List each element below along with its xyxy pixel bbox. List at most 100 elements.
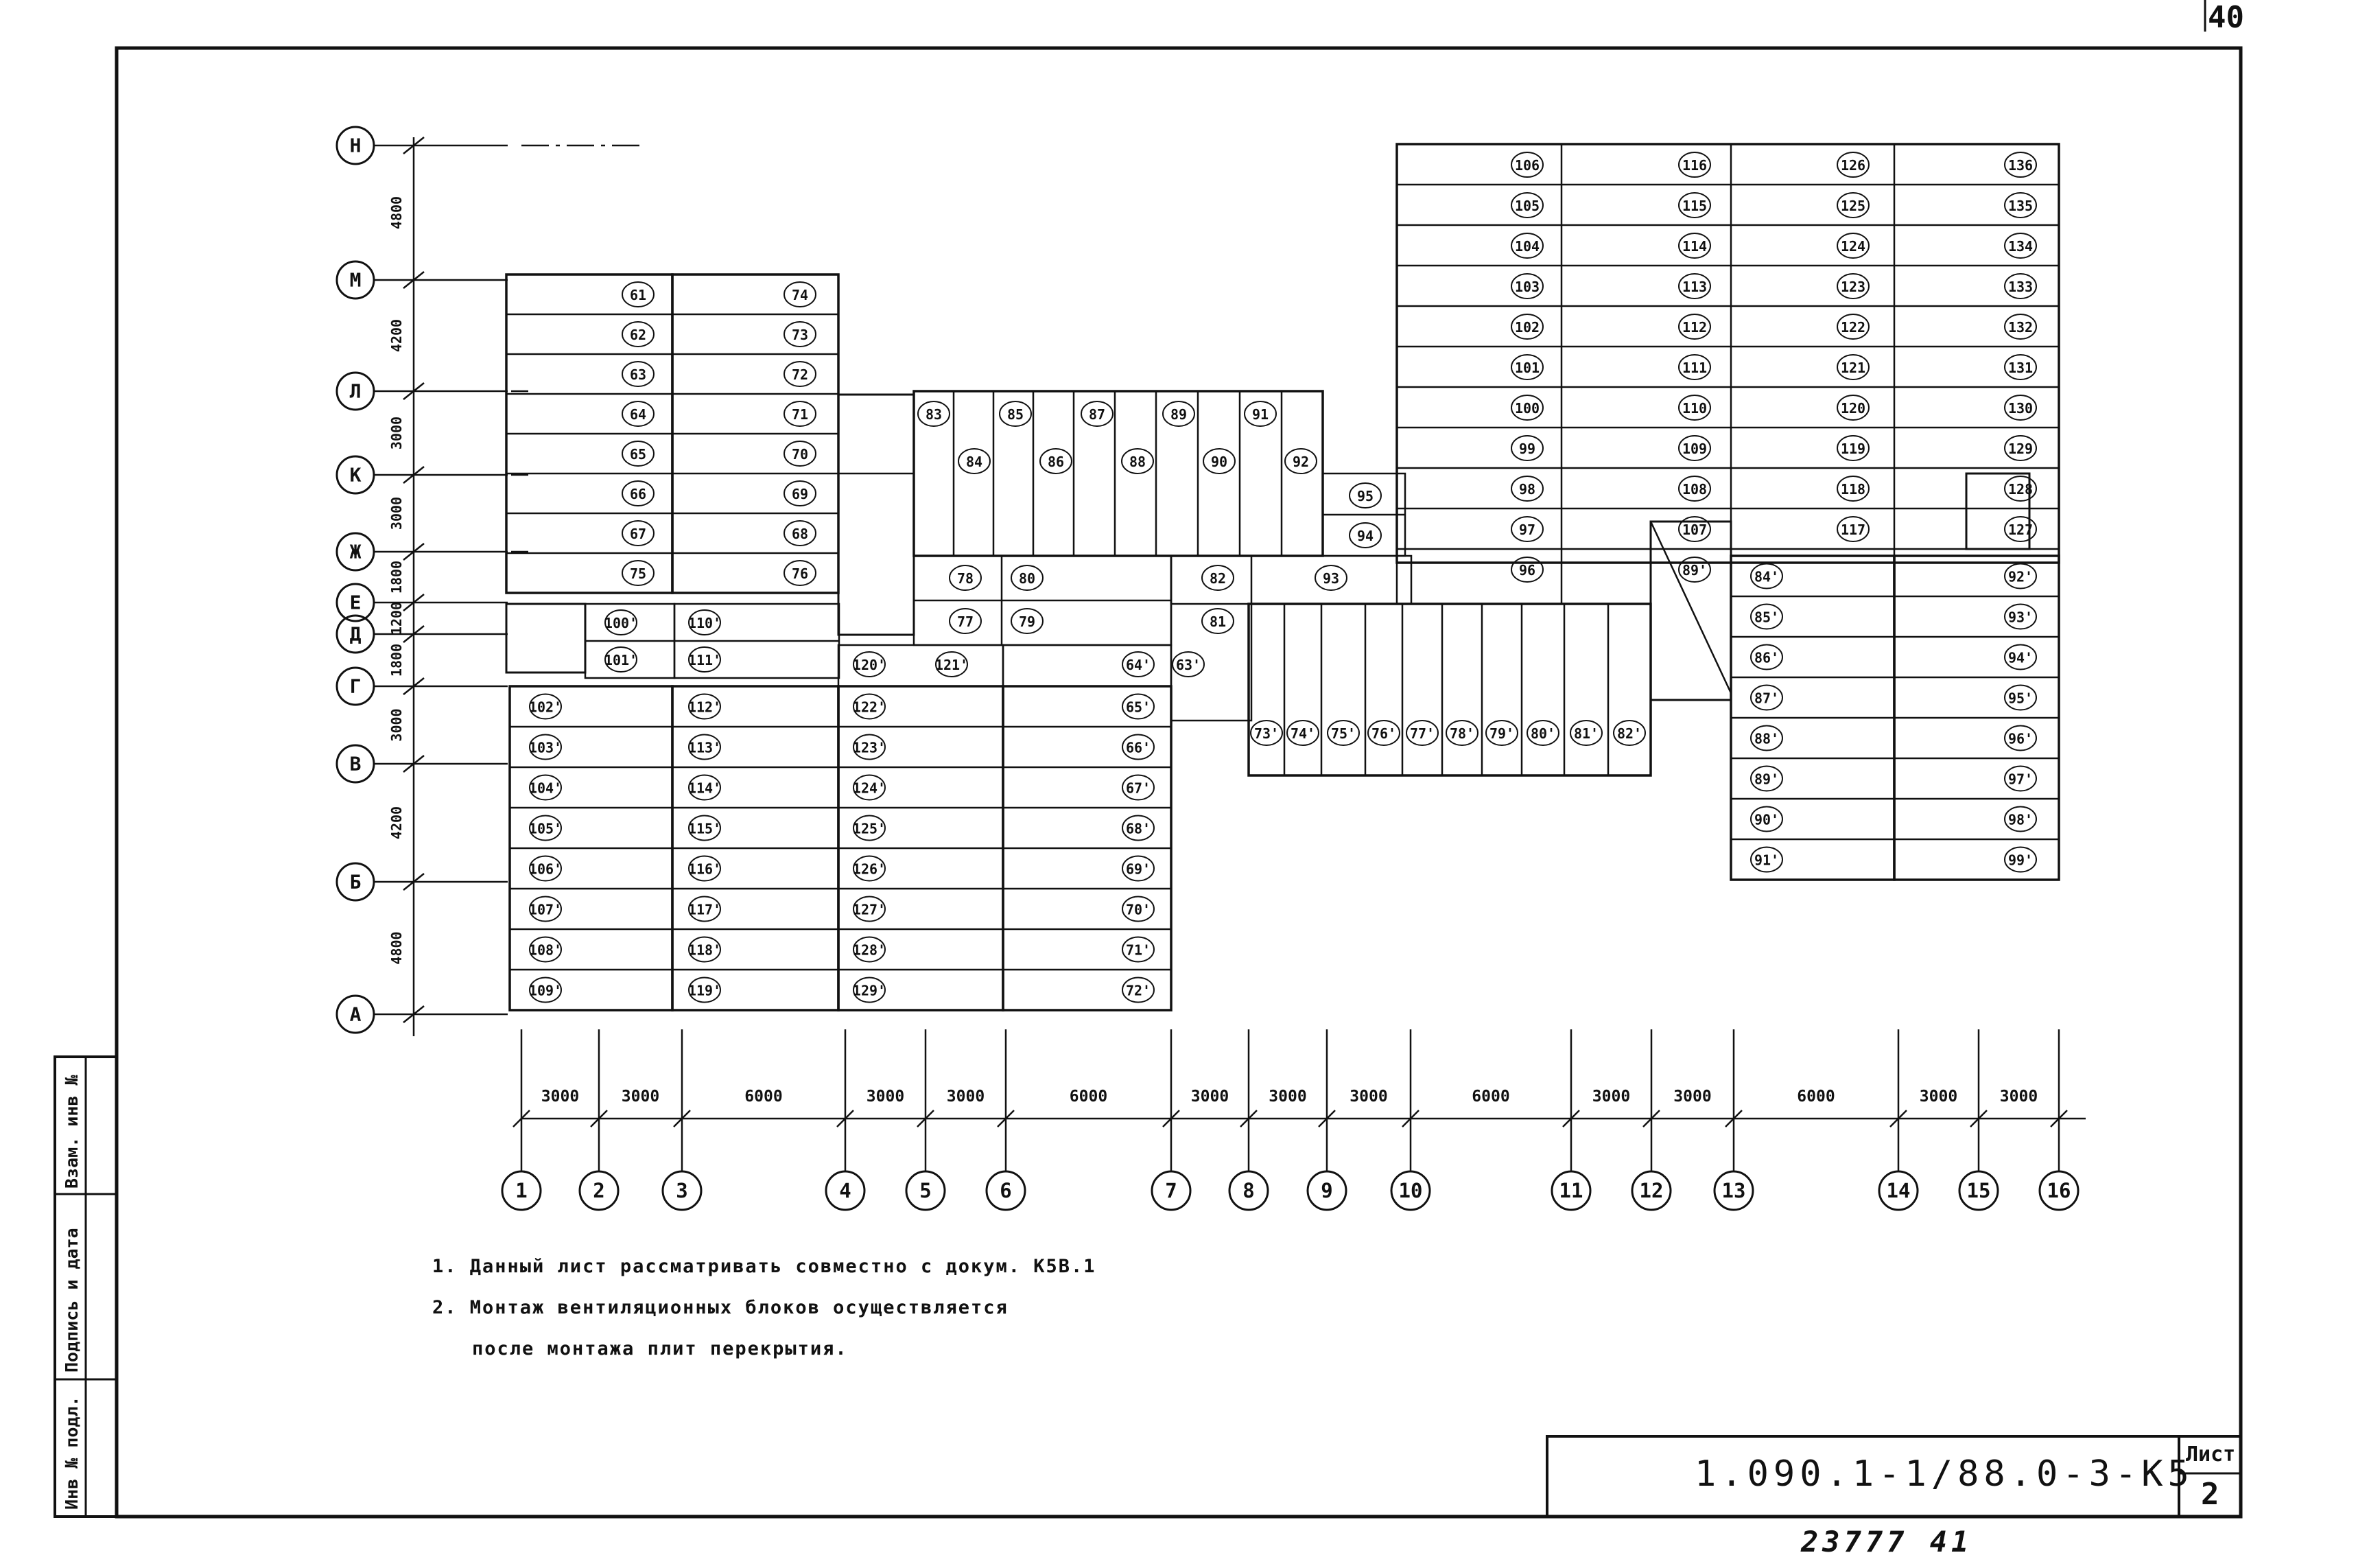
panel-mark: 136 (2008, 157, 2033, 174)
panel-mark: 130 (2008, 400, 2033, 417)
axis-letter-8: В (350, 753, 362, 775)
panel-mark: 134 (2008, 238, 2033, 255)
center-row-block (1247, 603, 1652, 777)
axis-letter-6: Д (350, 623, 362, 646)
panel-mark-circle (853, 936, 886, 963)
panel-mark: 94' (2008, 650, 2033, 666)
panel-mark-circle (1244, 401, 1277, 427)
dim-tick (403, 382, 425, 400)
dim-tick (403, 677, 425, 695)
axis-letter-5: Е (350, 592, 362, 614)
panel-mark-circle (1121, 448, 1154, 474)
panel-mark: 124' (853, 780, 886, 797)
panel-mark: 73 (792, 327, 808, 343)
dim-vertical-5: 1200 (388, 602, 405, 635)
dim-tick (1725, 1110, 1743, 1127)
panel-mark: 116 (1682, 157, 1707, 174)
dim-tick (590, 1110, 608, 1127)
panel-mark-circle (1837, 233, 1870, 259)
panel-mark: 103' (529, 740, 562, 756)
panel-mark: 88' (1754, 731, 1779, 747)
dim-tick (1562, 1110, 1580, 1127)
dim-horizontal-2: 6000 (744, 1088, 782, 1106)
panel-mark: 82' (1617, 725, 1642, 742)
dim-tick (403, 137, 425, 154)
dim-tick (403, 594, 425, 611)
panel-mark: 118 (1841, 481, 1865, 498)
panel-mark: 119' (688, 983, 721, 999)
panel-mark: 72 (792, 366, 808, 383)
panel-mark-circle (1678, 314, 1711, 340)
axis-number-8: 9 (1321, 1179, 1332, 1202)
panel-mark-circle (1613, 720, 1646, 746)
panel-mark-circle (853, 693, 886, 720)
panel-mark-circle (604, 646, 637, 673)
panel-mark: 86 (1048, 454, 1064, 470)
footer-stamp: 23777 41 (1801, 1525, 1973, 1558)
panel-mark: 98' (2008, 812, 2033, 828)
dim-vertical-2: 3000 (388, 417, 405, 449)
panel-mark-circle (949, 608, 982, 634)
panel-mark: 100 (1515, 400, 1540, 417)
dim-tick (403, 873, 425, 891)
panel-mark-circle (853, 815, 886, 841)
panel-mark: 113' (688, 740, 721, 756)
mid-row-right (1170, 554, 1413, 605)
panel-mark: 68' (1126, 821, 1151, 837)
panel-mark: 74' (1291, 725, 1315, 742)
panel-mark-circle (1122, 693, 1155, 720)
core-left (837, 393, 915, 636)
panel-mark: 88 (1129, 454, 1146, 470)
panel-mark: 63 (630, 366, 646, 383)
panel-mark-circle (783, 441, 816, 467)
panel-mark: 77 (957, 613, 974, 630)
panel-mark-circle (622, 480, 655, 506)
panel-mark: 111' (688, 652, 721, 668)
panel-mark-circle (1039, 448, 1072, 474)
dim-tick (917, 1110, 934, 1127)
panel-mark-circle (1570, 720, 1603, 746)
panel-mark: 132 (2008, 319, 2033, 336)
panel-mark-circle (2004, 846, 2037, 873)
panel-mark: 65 (630, 446, 646, 463)
panel-mark: 85' (1754, 609, 1779, 626)
panel-mark: 66 (630, 486, 646, 502)
panel-mark-circle (1837, 152, 1870, 178)
panel-mark-circle (622, 441, 655, 467)
panel-mark: 79' (1489, 725, 1514, 742)
panel-mark-circle (1122, 855, 1155, 882)
panel-mark-circle (1511, 233, 1544, 259)
panel-mark: 123' (853, 740, 886, 756)
panel-mark: 65' (1126, 699, 1151, 716)
panel-mark-circle (1122, 977, 1155, 1003)
panel-mark-circle (853, 855, 886, 882)
panel-mark: 115 (1682, 198, 1707, 214)
panel-mark: 100' (604, 615, 637, 631)
panel-mark: 82 (1210, 570, 1226, 587)
panel-mark-circle (783, 361, 816, 387)
panel-mark-circle (1201, 565, 1234, 591)
axis-number-9: 10 (1399, 1179, 1423, 1202)
panel-mark: 126 (1841, 157, 1865, 174)
panel-mark-circle (1284, 448, 1317, 474)
panel-mark-circle (1678, 435, 1711, 461)
dim-horizontal-9: 6000 (1472, 1088, 1509, 1106)
panel-mark: 79 (1019, 613, 1035, 630)
axis-letter-2: Л (350, 380, 362, 403)
panel-mark: 125 (1841, 198, 1865, 214)
axis-number-6-circle (1151, 1170, 1192, 1211)
dim-tick (673, 1110, 691, 1127)
panel-mark-circle (1837, 435, 1870, 461)
panel-mark: 101 (1515, 360, 1540, 376)
panel-mark-circle (1837, 354, 1870, 380)
panel-mark-circle (1750, 603, 1783, 630)
panel-mark-circle (783, 281, 816, 307)
dim-tick (997, 1110, 1015, 1127)
panel-mark-circle (1406, 720, 1439, 746)
dim-vertical-0: 4800 (388, 196, 405, 229)
note-3: после монтажа плит перекрытия. (472, 1338, 848, 1359)
panel-mark-circle (2004, 192, 2037, 218)
panel-mark-circle (1511, 152, 1544, 178)
panel-mark: 72' (1126, 983, 1151, 999)
panel-mark: 110 (1682, 400, 1707, 417)
